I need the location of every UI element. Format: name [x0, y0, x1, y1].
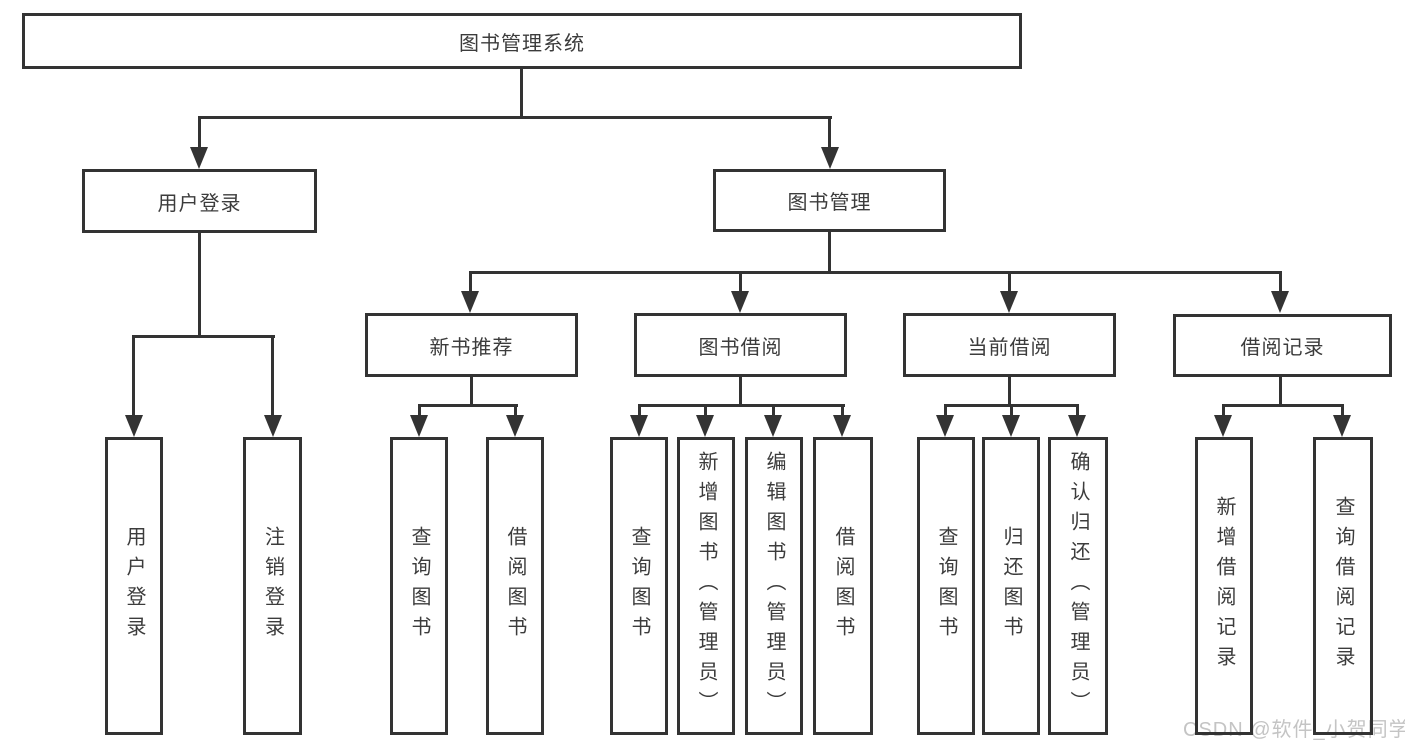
arrow-down-icon [506, 415, 524, 437]
connector-drop-logout [271, 335, 274, 418]
connector-drop [1341, 404, 1344, 418]
arrow-down-icon [1333, 415, 1351, 437]
node-records-query-label: 查询借阅记录 [1332, 496, 1354, 676]
node-records: 借阅记录 [1173, 314, 1392, 377]
node-login: 用户登录 [105, 437, 163, 735]
connector-drop-new-book [469, 271, 472, 295]
connector-drop-borrowing [739, 271, 742, 295]
node-borrowing-borrow-label: 借阅图书 [832, 526, 854, 646]
node-borrowing-label: 图书借阅 [698, 336, 783, 359]
connector-level3-split [469, 271, 1281, 274]
node-current-query: 查询图书 [917, 437, 975, 735]
node-login-label: 用户登录 [123, 526, 145, 646]
arrow-down-icon [410, 415, 428, 437]
connector-drop-records [1279, 271, 1282, 295]
node-new-book-borrow: 借阅图书 [486, 437, 544, 735]
connector-level1-split [198, 116, 832, 119]
node-borrowing-query: 查询图书 [610, 437, 668, 735]
connector-drop [514, 404, 517, 418]
node-new-book-borrow-label: 借阅图书 [504, 526, 526, 646]
node-user-login-label: 用户登录 [157, 192, 242, 215]
node-logout: 注销登录 [243, 437, 302, 735]
node-borrowing-query-label: 查询图书 [628, 526, 650, 646]
connector-current-stem [1008, 377, 1011, 407]
node-new-book-label: 新书推荐 [429, 336, 514, 359]
connector-drop-current [1008, 271, 1011, 295]
node-records-label: 借阅记录 [1240, 337, 1325, 359]
node-book-mgmt: 图书管理 [713, 169, 946, 232]
connector-drop [841, 404, 844, 418]
node-current-return: 归还图书 [982, 437, 1040, 735]
node-current-return-label: 归还图书 [1000, 526, 1022, 646]
connector-drop [704, 404, 707, 418]
connector-user-login-stem [198, 233, 201, 337]
arrow-down-icon [696, 415, 714, 437]
node-current-label: 当前借阅 [967, 336, 1052, 359]
arrow-down-icon [936, 415, 954, 437]
arrow-down-icon [264, 415, 282, 437]
node-root-label: 图书管理系统 [459, 32, 585, 55]
arrow-down-icon [764, 415, 782, 437]
connector-drop [638, 404, 641, 418]
watermark: CSDN @软件_小贺同学 [1183, 719, 1405, 741]
arrow-down-icon [190, 147, 208, 169]
arrow-down-icon [1000, 291, 1018, 313]
connector-new-book-split [418, 404, 518, 407]
connector-drop-user-login [198, 116, 201, 152]
connector-drop [772, 404, 775, 418]
arrow-down-icon [1271, 291, 1289, 313]
connector-new-book-stem [470, 377, 473, 407]
arrow-down-icon [630, 415, 648, 437]
node-current: 当前借阅 [903, 313, 1116, 377]
node-new-book-query: 查询图书 [390, 437, 448, 735]
node-new-book-query-label: 查询图书 [408, 526, 430, 646]
node-current-query-label: 查询图书 [935, 526, 957, 646]
node-borrowing-borrow: 借阅图书 [813, 437, 873, 735]
node-new-book: 新书推荐 [365, 313, 578, 377]
arrow-down-icon [833, 415, 851, 437]
connector-drop-login [132, 335, 135, 418]
connector-records-stem [1279, 377, 1282, 407]
arrow-down-icon [731, 291, 749, 313]
connector-user-login-split [132, 335, 275, 338]
connector-drop [1222, 404, 1225, 418]
connector-drop [418, 404, 421, 418]
node-records-add: 新增借阅记录 [1195, 437, 1253, 735]
node-current-confirm: 确认归还（管理员） [1048, 437, 1108, 735]
node-borrowing-edit: 编辑图书（管理员） [745, 437, 803, 735]
node-records-query: 查询借阅记录 [1313, 437, 1373, 735]
node-current-confirm-label: 确认归还（管理员） [1067, 451, 1089, 721]
node-book-mgmt-label: 图书管理 [787, 192, 872, 214]
connector-borrowing-stem [739, 377, 742, 407]
connector-drop-book-mgmt [828, 116, 831, 152]
arrow-down-icon [461, 291, 479, 313]
node-logout-label: 注销登录 [261, 526, 284, 646]
connector-root-stem [520, 69, 523, 118]
connector-drop [944, 404, 947, 418]
node-borrowing: 图书借阅 [634, 313, 847, 377]
connector-book-mgmt-stem [828, 232, 831, 274]
arrow-down-icon [1214, 415, 1232, 437]
connector-drop [1076, 404, 1079, 418]
node-borrowing-add: 新增图书（管理员） [677, 437, 735, 735]
node-borrowing-add-label: 新增图书（管理员） [695, 451, 717, 721]
arrow-down-icon [125, 415, 143, 437]
connector-drop [1010, 404, 1013, 418]
node-user-login: 用户登录 [82, 169, 317, 233]
node-records-add-label: 新增借阅记录 [1213, 496, 1235, 676]
connector-records-split [1222, 404, 1344, 407]
arrow-down-icon [1068, 415, 1086, 437]
arrow-down-icon [821, 147, 839, 169]
node-borrowing-edit-label: 编辑图书（管理员） [763, 451, 785, 721]
connector-borrowing-split [638, 404, 845, 407]
node-root: 图书管理系统 [22, 13, 1022, 69]
arrow-down-icon [1002, 415, 1020, 437]
